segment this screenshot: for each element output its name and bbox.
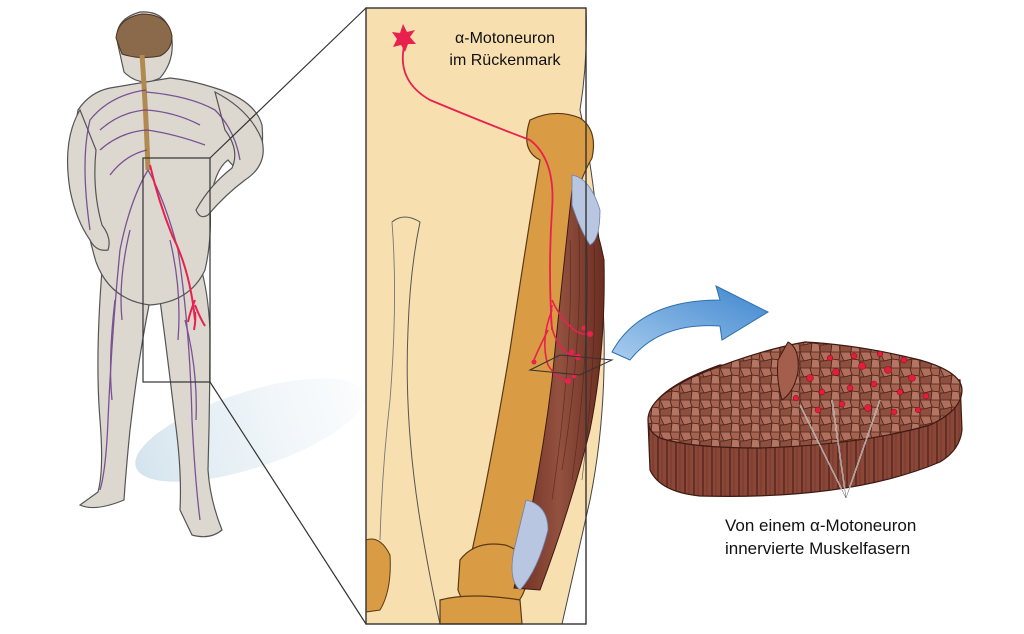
innervated-fibers-label-line2: innervierte Muskelfasern	[725, 539, 911, 558]
zoom-region-box	[142, 157, 211, 383]
thigh-muscle	[513, 189, 605, 591]
muscle-cross-section	[647, 341, 963, 499]
fiber-pointer-lines-outline	[799, 399, 881, 499]
motoneuron-label: α-Motoneuron im Rückenmark	[430, 28, 580, 72]
spinal-cord	[139, 54, 151, 171]
innervated-fibers-label: Von einem α-Motoneuron innervierte Muske…	[725, 514, 916, 560]
motor-nerve-endings	[187, 299, 206, 331]
innervated-fibers-label-line1: Von einem α-Motoneuron	[725, 516, 917, 535]
axon-terminal-branches	[533, 299, 589, 381]
human-figure	[66, 11, 365, 538]
motoneuron-label-line1: α-Motoneuron	[455, 30, 555, 47]
other-leg-contour	[379, 221, 396, 541]
highlighted-motor-nerve	[149, 164, 196, 321]
motor-axon	[401, 41, 554, 331]
zoom-line-bottom	[209, 381, 367, 625]
peripheral-nerves	[84, 89, 241, 521]
tibia-top	[439, 595, 523, 625]
figure-shadow	[135, 378, 365, 482]
arrow-to-cross-section-icon	[611, 285, 770, 361]
section-plane-marker	[528, 354, 614, 376]
innervated-fibers	[792, 350, 930, 416]
cross-section-face	[647, 341, 963, 449]
left-arm	[66, 108, 110, 251]
other-knee-bone	[365, 538, 391, 613]
thigh-panel	[365, 7, 614, 625]
zoom-line-top	[209, 7, 367, 159]
left-leg	[78, 268, 151, 509]
lower-tendon	[511, 499, 549, 591]
thigh-panel-border	[365, 7, 587, 625]
cross-section-notch	[777, 341, 799, 401]
motoneuron-cell-body-icon	[392, 24, 416, 52]
axon-terminal-knobs	[531, 325, 593, 384]
motoneuron-label-line2: im Rückenmark	[449, 52, 561, 69]
inner-thigh-contour	[391, 216, 441, 625]
